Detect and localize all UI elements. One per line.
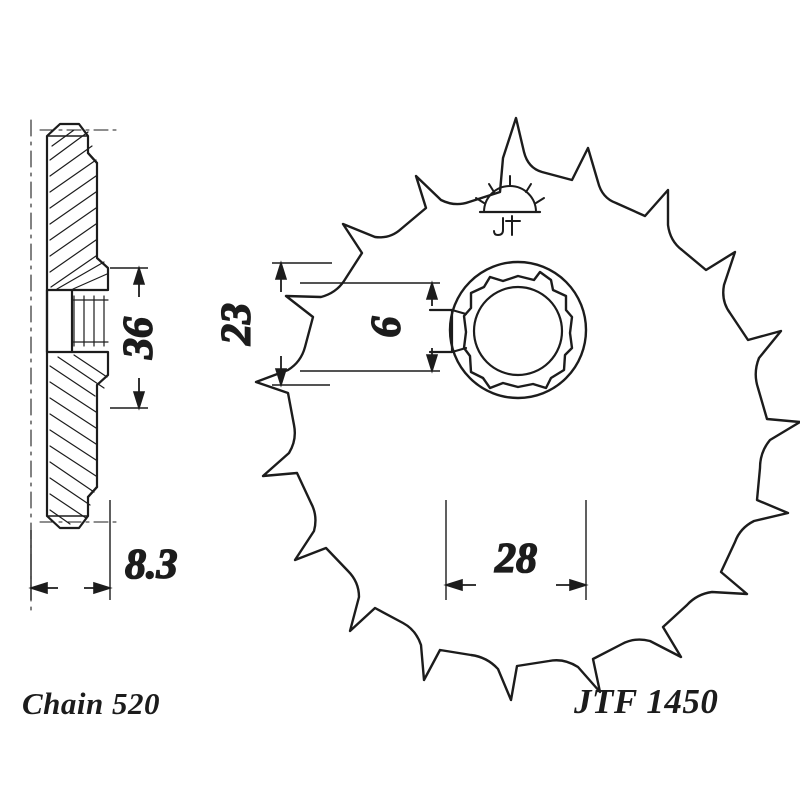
side-view-construction-lines <box>39 129 119 523</box>
chain-label: Chain 520 <box>22 686 161 721</box>
side-view-outline <box>45 122 110 530</box>
side-view-hatching-upper <box>49 129 108 290</box>
dimension-28-text: 28 <box>494 536 537 582</box>
dimension-28: 28 <box>443 500 589 600</box>
logo-jt-letters <box>493 215 521 236</box>
dimension-23-text: 23 <box>214 303 260 346</box>
dimension-36: 36 <box>110 265 163 411</box>
spline-key-connector <box>450 308 468 354</box>
splined-bore <box>462 270 574 390</box>
dimension-23: 23 <box>213 260 332 388</box>
side-view-bore-line <box>45 288 74 354</box>
side-section-view <box>30 119 119 611</box>
dimension-8-3: 8.3 <box>28 500 178 600</box>
side-view-step-lines <box>86 151 99 499</box>
dimension-6-text: 6 <box>364 317 410 338</box>
hub-outer-circle <box>448 260 588 400</box>
dimension-8-3-text: 8.3 <box>125 542 178 588</box>
side-view-hub-band <box>71 295 109 347</box>
part-number-label: JTF 1450 <box>574 682 719 721</box>
dimension-6: 6 <box>300 280 440 374</box>
side-view-hatching-lower <box>49 354 108 525</box>
side-view-detail-marks <box>46 135 89 517</box>
sprocket-teeth-outline <box>254 116 800 702</box>
spline-key-notch <box>428 308 454 354</box>
jt-sunrise-logo <box>475 175 545 236</box>
dimension-36-text: 36 <box>116 317 162 360</box>
front-face-view <box>254 116 800 702</box>
bore-inner-circle <box>472 285 564 377</box>
